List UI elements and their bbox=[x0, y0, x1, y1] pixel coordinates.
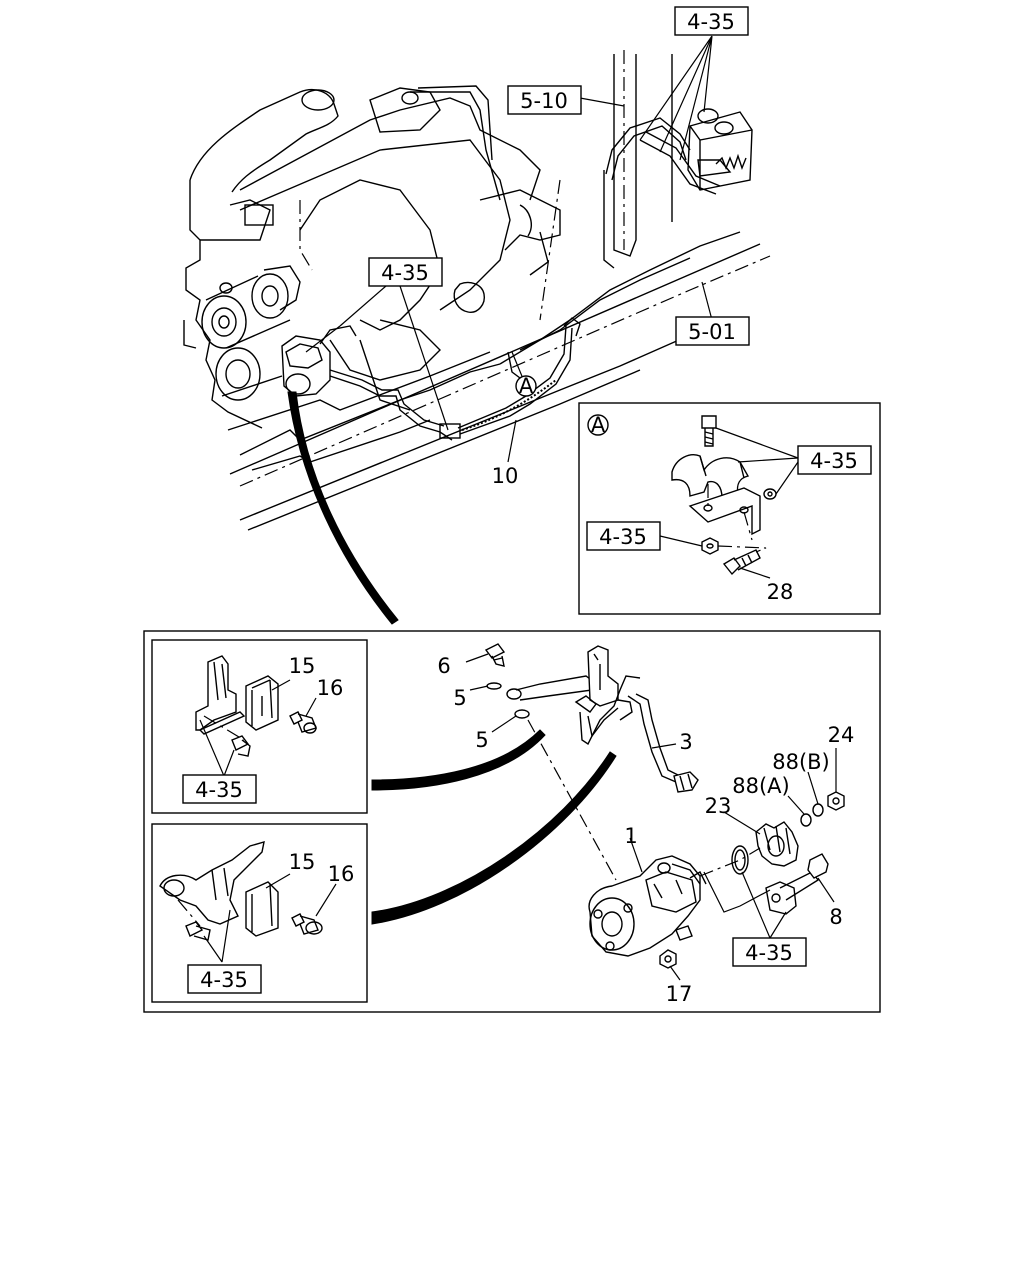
callout-5a: 5 bbox=[453, 686, 466, 710]
ref-engine: 4-35 bbox=[368, 257, 443, 287]
callout-5b: 5 bbox=[475, 728, 488, 752]
ref-inset-1: 4-35 bbox=[182, 774, 257, 804]
callout-3: 3 bbox=[679, 730, 692, 754]
callout-24: 24 bbox=[828, 723, 855, 747]
ref-detail-a-lower-text: 4-35 bbox=[599, 525, 647, 549]
callout-28: 28 bbox=[767, 580, 794, 604]
pump-on-engine bbox=[281, 325, 357, 397]
callout-1: 1 bbox=[624, 824, 637, 848]
callout-15a: 15 bbox=[289, 654, 316, 678]
inset-1-panel bbox=[151, 639, 368, 814]
ref-5-10-text: 5-10 bbox=[520, 89, 568, 113]
ref-top-right: 4-35 bbox=[674, 6, 749, 36]
callout-6: 6 bbox=[437, 654, 450, 678]
detail-marker-a: A bbox=[515, 374, 537, 398]
ref-detail-a-upper-text: 4-35 bbox=[810, 449, 858, 473]
sweep-leader-inset-2 bbox=[371, 751, 617, 925]
detail-a-title: A bbox=[591, 413, 606, 437]
ref-inset-1-text: 4-35 bbox=[195, 778, 243, 802]
callout-15b: 15 bbox=[289, 850, 316, 874]
ref-5-01: 5-01 bbox=[675, 316, 750, 346]
ref-inset-2: 4-35 bbox=[187, 964, 262, 994]
callout-17: 17 bbox=[666, 982, 693, 1006]
detail-marker-a-text: A bbox=[519, 374, 534, 398]
ref-5-10: 5-10 bbox=[507, 85, 582, 115]
callout-8: 8 bbox=[829, 905, 842, 929]
ref-detail-a-upper: 4-35 bbox=[797, 445, 872, 475]
callout-10: 10 bbox=[492, 464, 519, 488]
reservoir-tank bbox=[687, 108, 753, 191]
ref-engine-text: 4-35 bbox=[381, 261, 429, 285]
engine-assembly bbox=[183, 35, 771, 531]
detail-a-panel: A bbox=[578, 402, 881, 615]
ref-pump: 4-35 bbox=[732, 937, 807, 967]
sweep-leader-main bbox=[287, 391, 399, 625]
callout-23: 23 bbox=[705, 794, 732, 818]
ref-5-01-text: 5-01 bbox=[688, 320, 736, 344]
sweep-leader-inset-1 bbox=[371, 729, 546, 791]
callout-16b: 16 bbox=[328, 862, 355, 886]
inset-2-panel bbox=[151, 823, 368, 1003]
pump-exploded-view bbox=[465, 643, 845, 981]
ref-top-right-text: 4-35 bbox=[687, 10, 735, 34]
ref-detail-a-lower: 4-35 bbox=[586, 521, 661, 551]
ref-inset-2-text: 4-35 bbox=[200, 968, 248, 992]
callout-88b: 88(B) bbox=[772, 750, 830, 774]
callout-16a: 16 bbox=[317, 676, 344, 700]
callout-88a: 88(A) bbox=[732, 774, 789, 798]
lower-detail-panel bbox=[143, 630, 881, 1013]
ref-pump-text: 4-35 bbox=[745, 941, 793, 965]
